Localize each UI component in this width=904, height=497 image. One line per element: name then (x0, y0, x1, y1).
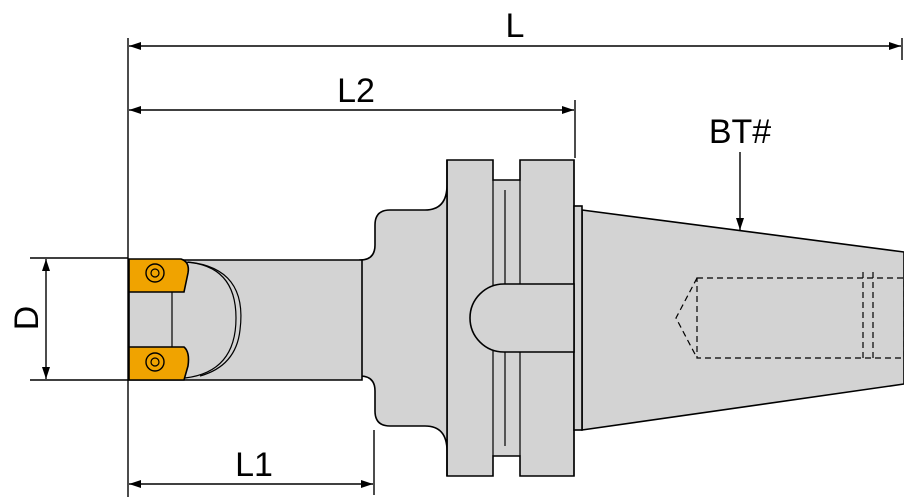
label-L1: L1 (235, 446, 273, 484)
hidden-bore (675, 272, 904, 362)
holder-neck (359, 160, 448, 476)
label-D: D (8, 306, 46, 331)
insert-bottom (128, 346, 190, 381)
label-L2: L2 (337, 72, 375, 110)
bt-taper-shank (581, 209, 904, 431)
label-L: L (506, 7, 525, 45)
label-BT: BT# (709, 113, 771, 151)
insert-top (128, 258, 190, 293)
extension-lines (30, 38, 903, 497)
flange-detail-lines (469, 160, 583, 476)
